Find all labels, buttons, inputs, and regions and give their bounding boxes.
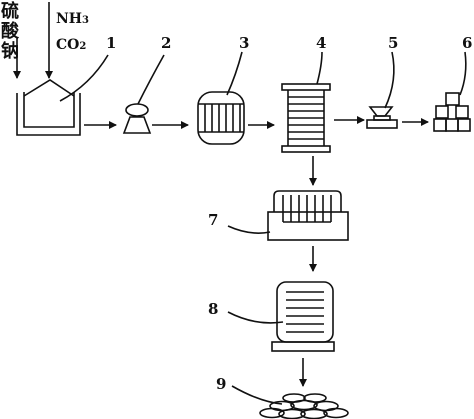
leader-line-1 [59,54,109,102]
packaged-blocks-6 [433,92,471,132]
leader-line-9 [231,385,283,405]
gas-label-ammonia: NH3 [56,11,89,27]
equipment-number-5: 5 [388,34,399,52]
pump-2 [122,103,152,134]
leader-line-2 [137,54,165,105]
equipment-number-9: 9 [216,375,227,393]
leader-line-4 [316,51,323,85]
equipment-number-2: 2 [161,34,172,52]
leader-line-7 [227,225,271,234]
hopper-5 [366,106,398,129]
leader-line-8 [227,311,284,324]
equipment-number-1: 1 [106,34,117,52]
reagent-char-3: 钠 [1,41,19,62]
equipment-number-6: 6 [462,34,473,52]
reactor-vessel-1 [16,79,81,136]
equipment-number-8: 8 [208,300,219,318]
equipment-number-3: 3 [239,34,250,52]
equipment-number-7: 7 [208,211,219,229]
tubular-tank-3 [197,91,245,145]
tube-bundle-7 [267,190,349,241]
equipment-number-4: 4 [316,34,327,52]
leader-line-3 [226,51,243,96]
product-pile-9 [259,393,349,419]
reagent-char-1: 硫 [1,1,19,22]
leader-line-5 [384,51,395,109]
reagent-char-2: 酸 [1,21,19,42]
leader-line-6 [459,51,467,96]
plate-vessel-8 [271,281,335,352]
gas-label-co2: CO2 [56,37,87,53]
filter-press-4 [281,83,331,153]
